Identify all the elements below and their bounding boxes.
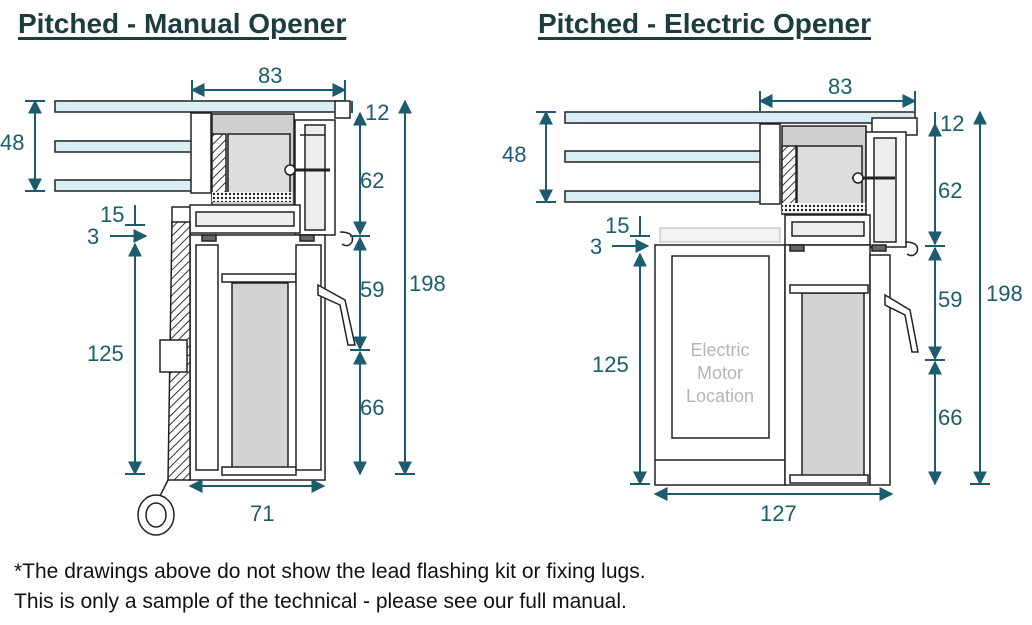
dim-glass-height: 48 bbox=[0, 130, 24, 155]
motor-label-line3: Location bbox=[686, 386, 754, 406]
technical-drawing: 83 48 12 62 198 15 3 125 59 66 71 bbox=[0, 63, 1023, 536]
motor-label-line2: Motor bbox=[697, 363, 743, 383]
manual-opener-drawing bbox=[54, 100, 356, 536]
dim-glass-height: 48 bbox=[502, 142, 526, 167]
dim-sash-height: 125 bbox=[87, 341, 124, 366]
dim-glass-thickness: 12 bbox=[940, 111, 964, 136]
dim-mid-frame: 59 bbox=[360, 277, 384, 302]
dim-glass-thickness: 12 bbox=[365, 100, 389, 125]
title-manual-opener: Pitched - Manual Opener bbox=[18, 8, 347, 39]
dim-base-width: 127 bbox=[760, 501, 797, 526]
dim-total-height: 198 bbox=[409, 271, 446, 296]
title-electric-opener: Pitched - Electric Opener bbox=[538, 8, 871, 39]
dim-sash-height: 125 bbox=[592, 352, 629, 377]
dim-offset: 3 bbox=[590, 234, 602, 259]
dim-mid-frame: 59 bbox=[938, 287, 962, 312]
electric-motor-label: Electric Motor Location bbox=[686, 340, 754, 406]
manual-dimension-labels: 83 48 12 62 198 15 3 125 59 66 71 bbox=[0, 63, 446, 526]
dim-total-height: 198 bbox=[986, 281, 1023, 306]
electric-dimension-labels: 83 48 12 62 198 15 3 125 59 66 127 bbox=[502, 74, 1023, 526]
dim-gap: 15 bbox=[100, 202, 124, 227]
glass-pane-top bbox=[54, 100, 346, 113]
dim-lower-frame: 66 bbox=[938, 405, 962, 430]
motor-label-line1: Electric bbox=[690, 340, 749, 360]
dim-lower-frame: 66 bbox=[360, 395, 384, 420]
dim-top-width: 83 bbox=[258, 63, 282, 88]
dim-top-width: 83 bbox=[828, 74, 852, 99]
electric-opener-drawing bbox=[564, 111, 919, 486]
dim-upper-frame: 62 bbox=[360, 168, 384, 193]
disclaimer-note-2: This is only a sample of the technical -… bbox=[14, 590, 627, 613]
electric-dimension-lines bbox=[536, 91, 990, 501]
dim-base-width: 71 bbox=[250, 501, 274, 526]
dim-gap: 15 bbox=[605, 213, 629, 238]
dim-offset: 3 bbox=[87, 224, 99, 249]
disclaimer-note-1: *The drawings above do not show the lead… bbox=[14, 560, 646, 583]
manual-dimension-lines bbox=[25, 80, 415, 493]
dim-upper-frame: 62 bbox=[938, 178, 962, 203]
